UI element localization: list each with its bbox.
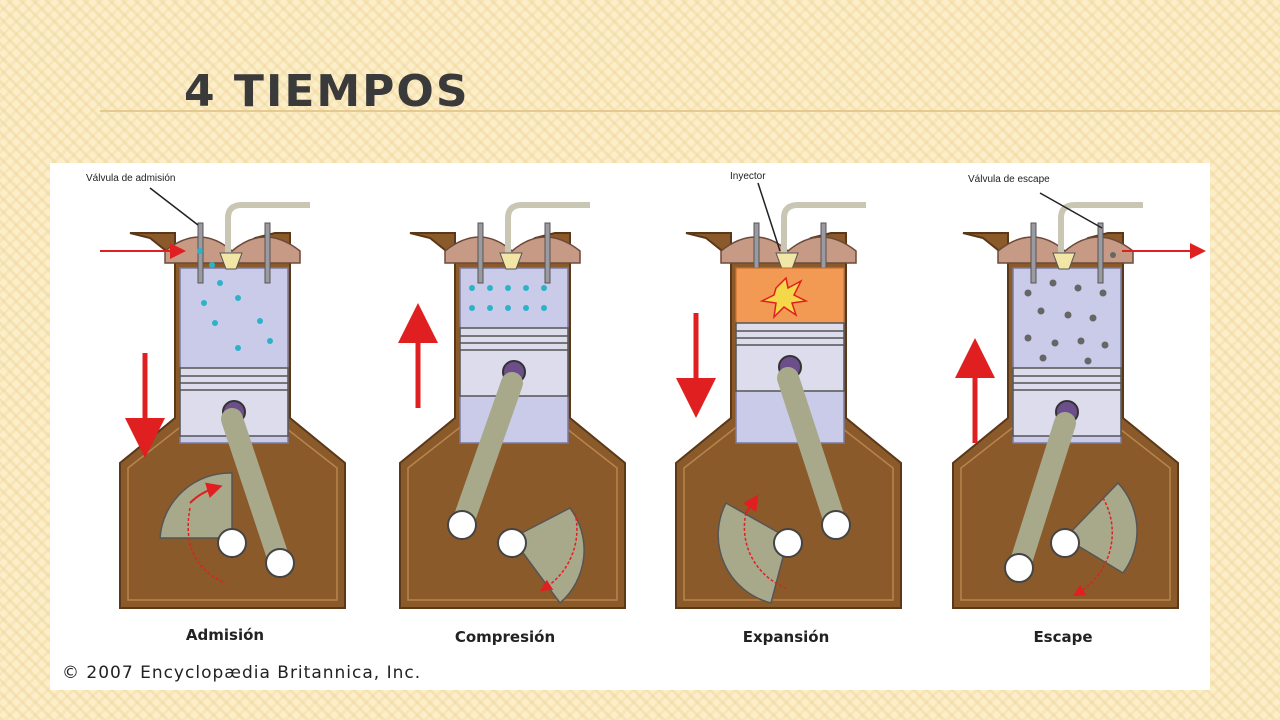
stage-label-expansion: Expansión <box>742 628 830 646</box>
crankshaft <box>447 372 585 605</box>
injector-callout: Inyector <box>730 171 766 182</box>
crankshaft <box>717 367 851 604</box>
title-divider <box>100 110 1280 112</box>
fuel-droplets <box>197 248 273 351</box>
stage-escape <box>953 205 1178 608</box>
stage-label-escape: Escape <box>1033 628 1093 646</box>
copyright-notice: © 2007 Encyclopædia Britannica, Inc. <box>62 663 422 683</box>
stage-label-compresion: Compresión <box>454 628 556 646</box>
four-stroke-engine-diagram <box>100 182 1206 690</box>
stage-compresion <box>400 205 625 608</box>
engine-diagram-panel: Válvula de admisión Inyector Válvula de … <box>50 163 1210 690</box>
stage-admision <box>120 205 345 608</box>
intake-callout-line <box>149 187 199 226</box>
exhaust-particles <box>1024 252 1116 365</box>
crankshaft <box>159 408 295 578</box>
injector-callout-line <box>757 182 781 252</box>
combustion-burst <box>759 276 809 320</box>
compressed-fuel-droplets <box>469 285 547 311</box>
stage-expansion <box>676 205 901 608</box>
stage-label-admision: Admisión <box>185 626 265 644</box>
slide-title: 4 TIEMPOS <box>184 66 470 117</box>
exhaust-callout-line <box>1039 192 1103 229</box>
exhaust-valve-callout: Válvula de escape <box>968 174 1050 185</box>
crankshaft <box>1004 412 1138 583</box>
intake-valve-callout: Válvula de admisión <box>86 173 176 184</box>
